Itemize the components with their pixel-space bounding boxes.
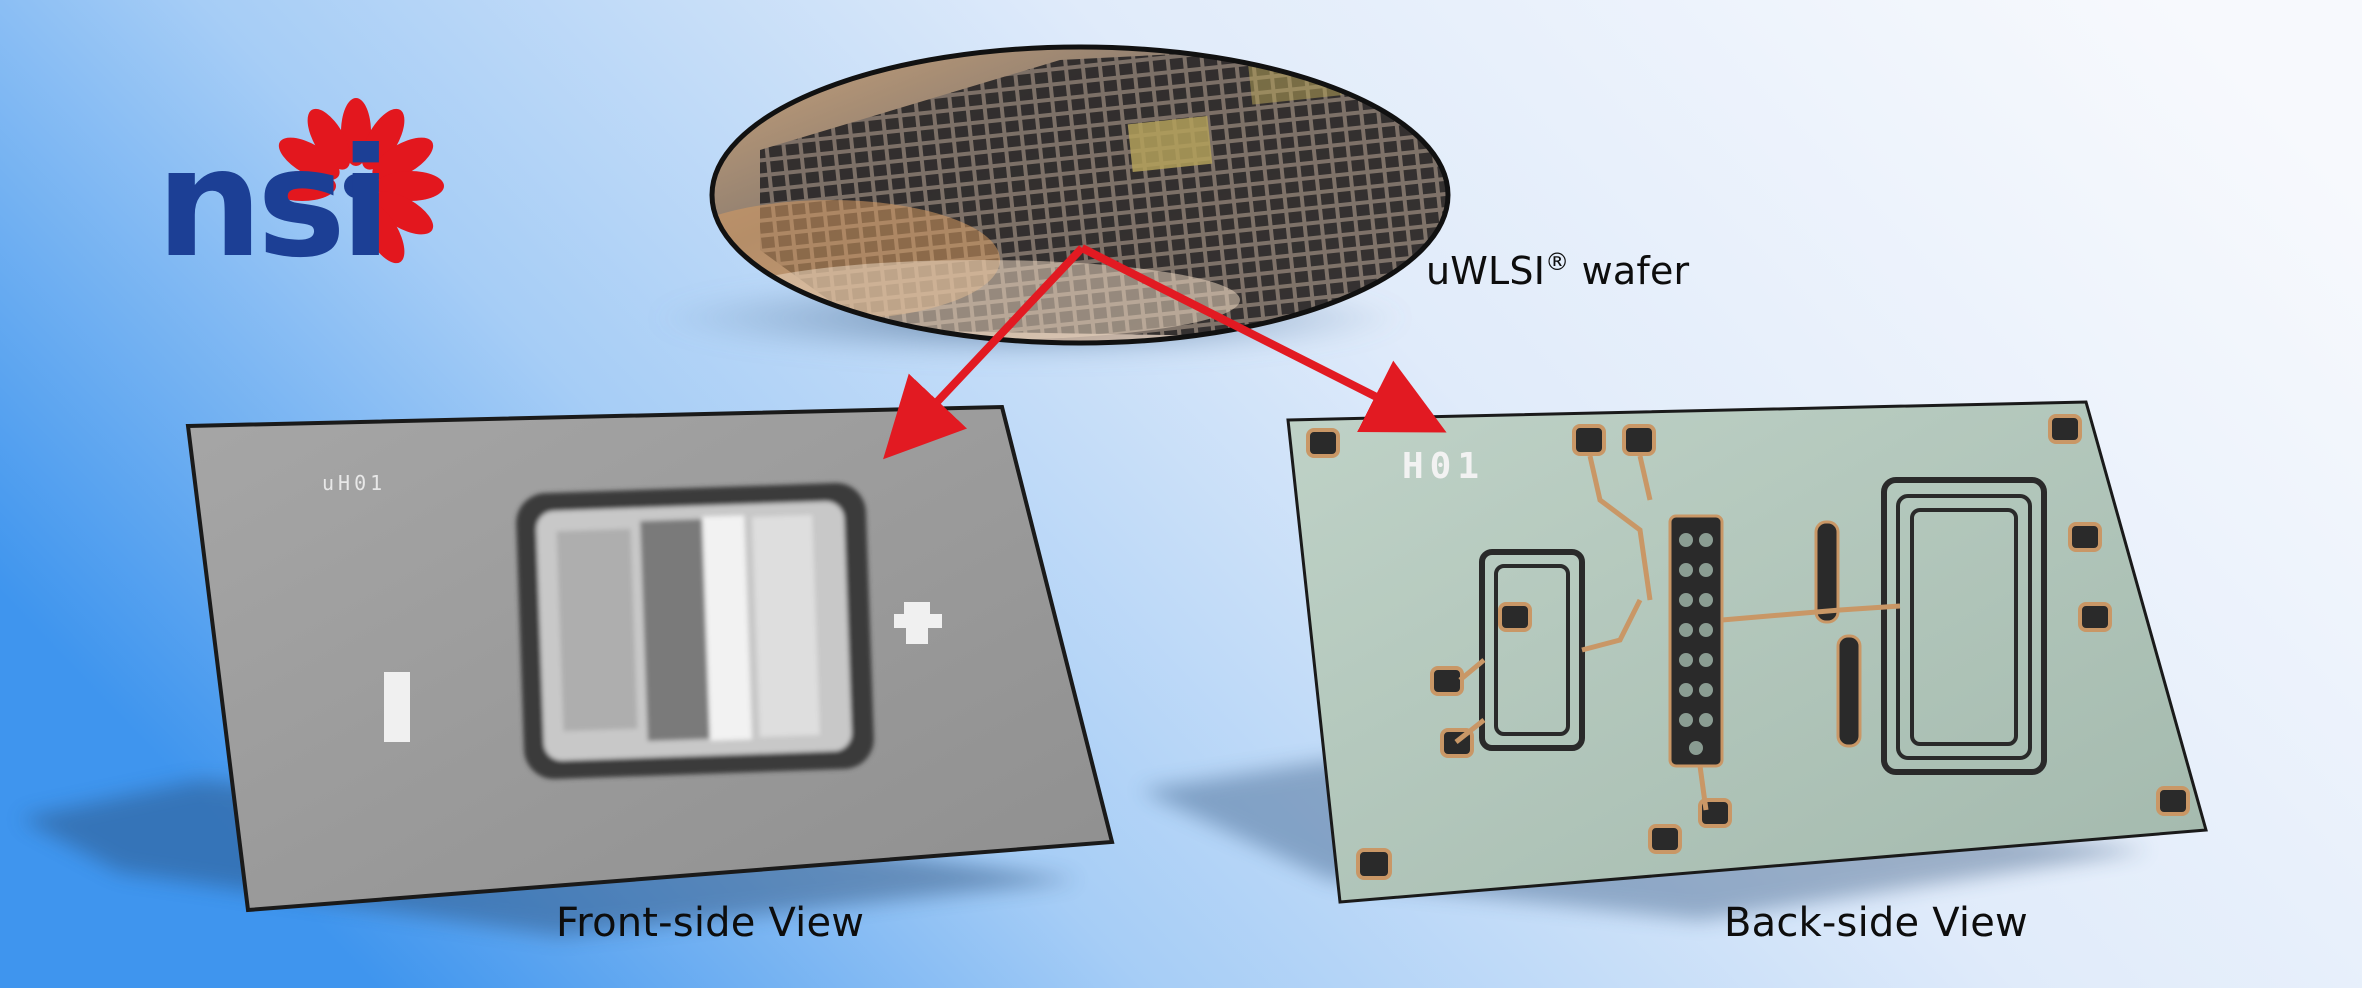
front-side-view-label: Front-side View: [556, 900, 865, 946]
red-flower-logo-icon: [268, 98, 444, 264]
arrow-to-back: [1080, 244, 1447, 433]
capacitor-bars: [1814, 520, 1862, 748]
front-test-pads: [384, 672, 410, 742]
copper-traces: [1454, 455, 1901, 811]
wafer-caption: uWLSI® wafer: [1426, 248, 1689, 293]
wafer-suffix: wafer: [1569, 249, 1690, 293]
arrow-to-front: [883, 245, 1085, 460]
logo-wordmark: nsi: [156, 117, 386, 291]
front-alignment-mark: [894, 602, 942, 644]
via-strip: [1668, 514, 1724, 768]
registered-mark: ®: [1545, 248, 1570, 276]
front-side-die: uH01: [185, 404, 1115, 913]
nsi-logo: nsi: [156, 98, 444, 291]
back-side-view-label: Back-side View: [1724, 900, 2028, 946]
corner-pads: [1306, 414, 2190, 880]
back-die-mark: H01: [1402, 446, 1485, 487]
wafer-photo: [709, 44, 1451, 346]
wafer-name: uWLSI: [1426, 249, 1546, 293]
pointer-arrows: [883, 244, 1447, 460]
right-inductor: [1881, 477, 2047, 775]
front-die-mark: uH01: [322, 471, 386, 495]
back-side-die: H01: [1286, 400, 2208, 904]
